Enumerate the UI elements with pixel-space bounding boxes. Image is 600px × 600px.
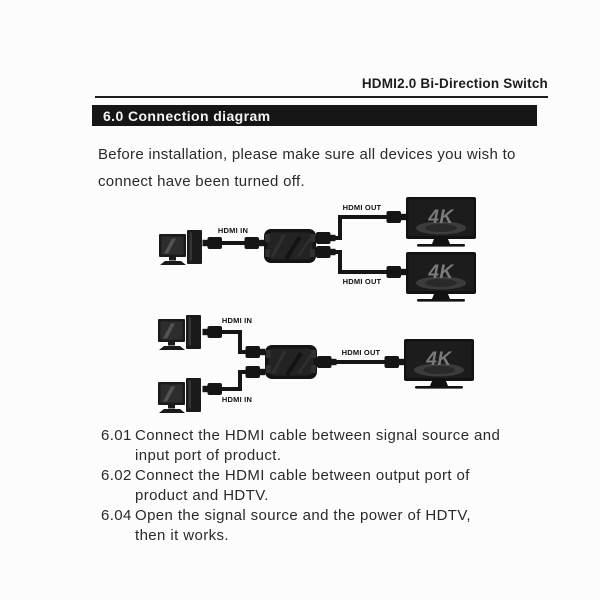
instruction-item: 6.04 Open the signal source and the powe…: [101, 506, 563, 546]
instruction-list: 6.01 Connect the HDMI cable between sign…: [101, 426, 563, 546]
tv-4k-label: 4K: [425, 349, 452, 370]
hdmi-plug-icon: [317, 356, 337, 368]
instruction-line: Open the signal source and the power of …: [135, 507, 471, 524]
intro-line-2: connect have been turned off.: [98, 173, 305, 190]
computer-icon: [159, 230, 202, 265]
tv-4k-label: 4K: [427, 207, 454, 228]
intro-line-1: Before installation, please make sure al…: [98, 146, 516, 163]
instruction-line: Connect the HDMI cable between output po…: [135, 467, 470, 484]
hdmi-plug-icon: [244, 237, 264, 249]
connection-diagram: HDMI IN HDMI OUT 4K HDMI OUT 4K HDMI IN: [158, 197, 476, 413]
instruction-line: Connect the HDMI cable between signal so…: [135, 427, 501, 444]
instruction-line: input port of product.: [135, 447, 282, 464]
hdmi-plug-icon: [316, 246, 336, 258]
hdmi-plug-icon: [386, 211, 406, 223]
hdmi-switch-icon: [263, 343, 319, 381]
section-title: 6.0 Connection diagram: [103, 107, 271, 124]
hdmi-cable: [333, 250, 387, 274]
hdmi-out-bottom-label: HDMI OUT: [343, 277, 382, 286]
hdmi-out-label: HDMI OUT: [342, 348, 381, 357]
hdmi-cable: [333, 215, 387, 240]
hdmi-in-label: HDMI IN: [218, 226, 248, 235]
hdmi-plug-icon: [386, 266, 406, 278]
diagram-one-to-two: HDMI IN HDMI OUT 4K HDMI OUT 4K: [159, 197, 476, 302]
hdmi-out-top-label: HDMI OUT: [343, 203, 382, 212]
header-rule: [95, 96, 548, 99]
hdmi-in-bottom-label: HDMI IN: [222, 395, 252, 404]
page-header-title: HDMI2.0 Bi-Direction Switch: [361, 76, 548, 91]
section-title-bar: 6.0 Connection diagram: [92, 105, 537, 126]
instruction-line: product and HDTV.: [135, 487, 269, 504]
hdmi-cable: [219, 330, 247, 354]
hdmi-switch-icon: [262, 227, 318, 265]
instruction-number: 6.04: [101, 507, 132, 524]
hdmi-cable: [219, 370, 247, 391]
instruction-line: then it works.: [135, 527, 229, 544]
computer-icon: [158, 378, 201, 413]
instruction-number: 6.02: [101, 467, 132, 484]
diagram-two-to-one: HDMI IN HDMI IN HDMI OUT 4K: [158, 315, 474, 413]
tv-4k-label: 4K: [427, 262, 454, 283]
hdmi-plug-icon: [316, 232, 336, 244]
instruction-item: 6.01 Connect the HDMI cable between sign…: [101, 426, 563, 466]
intro-paragraph: Before installation, please make sure al…: [98, 141, 568, 195]
hdmi-in-top-label: HDMI IN: [222, 316, 252, 325]
instruction-number: 6.01: [101, 427, 132, 444]
computer-icon: [158, 315, 201, 350]
hdmi-plug-icon: [384, 356, 404, 368]
hdmi-plug-icon: [245, 346, 265, 358]
instruction-item: 6.02 Connect the HDMI cable between outp…: [101, 466, 563, 506]
hdmi-plug-icon: [245, 366, 265, 378]
